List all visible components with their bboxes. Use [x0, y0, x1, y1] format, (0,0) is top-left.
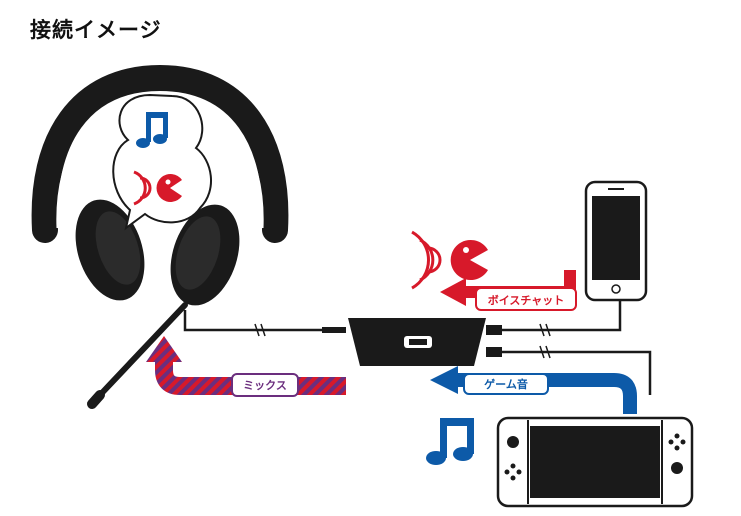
diagram-title: 接続イメージ — [30, 18, 162, 42]
speech-bubble — [112, 93, 213, 231]
cables — [183, 298, 652, 395]
game-audio-arrow — [430, 366, 637, 414]
plug-headset — [322, 327, 346, 333]
game-audio-label: ゲーム音 — [484, 377, 528, 391]
music-note-icon — [426, 418, 474, 465]
audio-mixer-icon — [348, 318, 486, 366]
plug-console — [486, 347, 502, 357]
mix-label: ミックス — [243, 379, 287, 392]
game-console-icon — [496, 416, 694, 508]
headset-icon — [31, 64, 289, 409]
voice-chat-label: ボイスチャット — [488, 293, 565, 307]
plug-phone — [486, 325, 502, 335]
voice-chat-label-box — [475, 287, 577, 311]
voice-pacman-icon — [133, 170, 182, 206]
mix-label-box — [231, 373, 299, 397]
smartphone-icon — [584, 180, 648, 302]
music-note-icon — [136, 112, 168, 148]
mix-arrow — [146, 336, 346, 395]
voice-pacman-icon — [411, 230, 488, 290]
cable-break-marks — [254, 323, 551, 359]
game-audio-label-box — [463, 373, 549, 395]
